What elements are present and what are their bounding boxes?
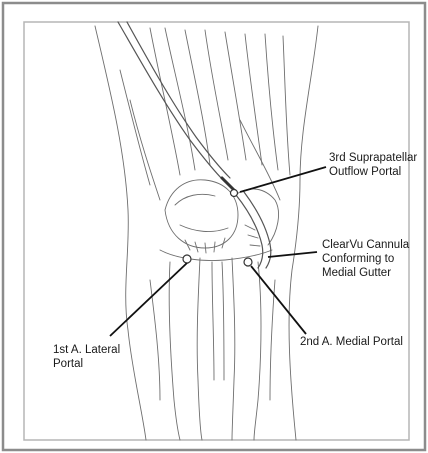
label-medial-portal: 2nd A. Medial Portal [300,335,403,349]
label-line: Medial Gutter [322,266,409,280]
label-line: 3rd Suprapatellar [329,151,417,165]
label-line: Portal [53,357,120,371]
lateral-portal-marker [183,255,191,263]
label-line: 1st A. Lateral [53,343,120,357]
label-line: Conforming to [322,252,409,266]
label-clearvu-cannula: ClearVu Cannula Conforming to Medial Gut… [322,238,409,280]
suprapatellar-portal-marker [231,190,238,197]
label-line: Outflow Portal [329,165,417,179]
medial-portal-marker [244,258,252,266]
label-line: 2nd A. Medial Portal [300,335,403,349]
label-suprapatellar-portal: 3rd Suprapatellar Outflow Portal [329,151,417,179]
label-lateral-portal: 1st A. Lateral Portal [53,343,120,371]
label-line: ClearVu Cannula [322,238,409,252]
